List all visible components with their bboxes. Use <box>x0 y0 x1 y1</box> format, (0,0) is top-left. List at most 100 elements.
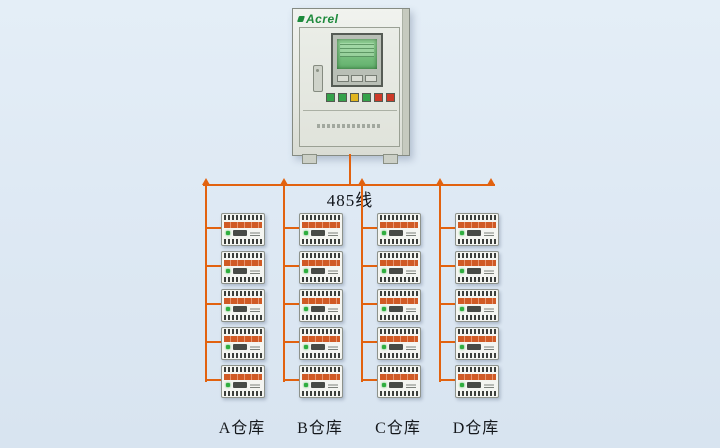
stub-line <box>363 303 377 305</box>
meter-vent-marks <box>250 345 260 350</box>
terminal-row-bottom <box>302 353 340 358</box>
meter-vent-marks <box>406 269 416 274</box>
meter-display <box>311 230 325 236</box>
meter-display <box>233 268 247 274</box>
meter-display <box>467 382 481 388</box>
rs485-bus-line <box>203 184 495 186</box>
bus-arrowhead-icon <box>202 178 210 185</box>
meter-label-band <box>224 298 262 304</box>
meter-device <box>299 251 343 284</box>
red-button <box>386 93 395 102</box>
stub-line <box>207 379 221 381</box>
meter-display <box>389 382 403 388</box>
status-led-icon <box>304 383 308 387</box>
meter-face <box>458 229 496 238</box>
status-led-icon <box>382 345 386 349</box>
stub-line <box>207 303 221 305</box>
meter-display <box>311 268 325 274</box>
meter-face <box>380 229 418 238</box>
terminal-row-top <box>458 215 496 220</box>
meter-device <box>455 327 499 360</box>
meter-label-band <box>458 222 496 228</box>
stub-line <box>363 379 377 381</box>
meter-vent-marks <box>250 269 260 274</box>
stub-line <box>363 265 377 267</box>
meter-device <box>455 289 499 322</box>
meter-label-band <box>380 222 418 228</box>
status-led-icon <box>304 345 308 349</box>
meter-label-band <box>458 260 496 266</box>
hmi-keypad <box>337 75 377 82</box>
meter-device <box>455 365 499 398</box>
meter-vent-marks <box>328 231 338 236</box>
column-label: B仓库 <box>297 420 343 437</box>
terminal-row-top <box>380 215 418 220</box>
status-led-icon <box>460 345 464 349</box>
drop-line <box>283 184 285 382</box>
meter-face <box>458 343 496 352</box>
meter-label-band <box>458 336 496 342</box>
column-label: D仓库 <box>452 420 500 437</box>
terminal-row-top <box>380 367 418 372</box>
meter-device <box>377 327 421 360</box>
meter-vent-marks <box>250 383 260 388</box>
status-led-icon <box>460 231 464 235</box>
meter-face <box>224 343 262 352</box>
terminal-row-bottom <box>302 277 340 282</box>
meter-vent-marks <box>406 345 416 350</box>
meter-device <box>299 365 343 398</box>
green-button <box>338 93 347 102</box>
meter-label-band <box>302 222 340 228</box>
meter-device <box>299 289 343 322</box>
meter-face <box>224 381 262 390</box>
meter-device <box>221 365 265 398</box>
meter-vent-marks <box>484 383 494 388</box>
cabinet-side-shade <box>402 9 409 155</box>
meter-face <box>458 267 496 276</box>
meter-face <box>302 381 340 390</box>
meter-face <box>380 381 418 390</box>
panel-button-row <box>326 93 395 102</box>
cabinet-drop-line <box>349 154 351 184</box>
stub-line <box>441 341 455 343</box>
hmi-screen-frame <box>331 33 383 87</box>
terminal-row-bottom <box>380 353 418 358</box>
meter-label-band <box>380 298 418 304</box>
stub-line <box>285 341 299 343</box>
meter-display <box>233 344 247 350</box>
terminal-row-top <box>458 253 496 258</box>
status-led-icon <box>304 269 308 273</box>
terminal-row-bottom <box>380 239 418 244</box>
terminal-row-bottom <box>458 391 496 396</box>
bus-label: 485线 <box>326 191 374 210</box>
terminal-row-bottom <box>302 315 340 320</box>
meter-face <box>380 305 418 314</box>
meter-label-band <box>302 298 340 304</box>
meter-vent-marks <box>328 345 338 350</box>
terminal-row-top <box>458 329 496 334</box>
mounting-bracket <box>383 154 398 164</box>
meter-display <box>467 306 481 312</box>
meter-face <box>458 305 496 314</box>
acrel-logo-icon <box>297 16 305 22</box>
column-label: C仓库 <box>375 420 421 437</box>
meter-face <box>224 229 262 238</box>
terminal-row-bottom <box>458 239 496 244</box>
meter-display <box>389 344 403 350</box>
bus-arrowhead-icon <box>487 178 495 185</box>
meter-display <box>389 268 403 274</box>
meter-vent-marks <box>328 269 338 274</box>
meter-vent-marks <box>250 231 260 236</box>
stub-line <box>441 265 455 267</box>
terminal-row-top <box>302 291 340 296</box>
acrel-brand-text: Acrel <box>306 12 339 26</box>
meter-device <box>377 251 421 284</box>
red-button <box>374 93 383 102</box>
meter-label-band <box>224 222 262 228</box>
terminal-row-bottom <box>380 391 418 396</box>
meter-device <box>221 251 265 284</box>
terminal-row-top <box>224 329 262 334</box>
slot-dot <box>316 69 319 72</box>
terminal-row-top <box>224 253 262 258</box>
meter-device <box>221 213 265 246</box>
